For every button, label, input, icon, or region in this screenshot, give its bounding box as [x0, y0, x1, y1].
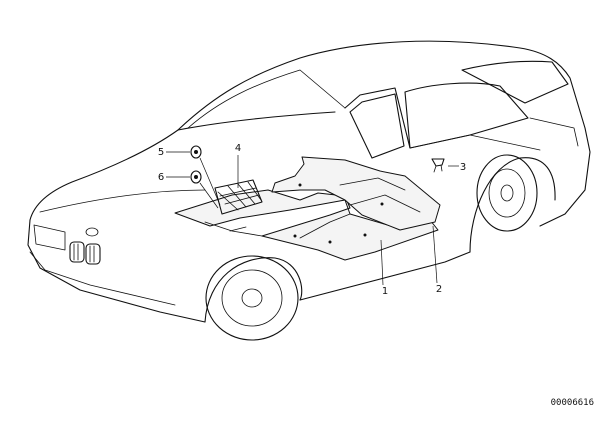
leader-lines	[166, 151, 459, 286]
callout-5: 5	[158, 147, 164, 158]
floor-mat-1	[174, 189, 439, 261]
callout-4: 4	[235, 143, 241, 154]
clip-part-5	[190, 145, 202, 159]
fastener-part-3	[431, 158, 445, 173]
car-body	[27, 40, 591, 341]
net-pocket-4	[214, 179, 263, 215]
callout-1: 1	[382, 286, 388, 297]
callout-3: 3	[460, 162, 466, 173]
floor-mat-2	[271, 156, 441, 244]
clip-part-6	[190, 170, 202, 184]
callout-2: 2	[436, 284, 442, 295]
callout-6: 6	[158, 172, 164, 183]
document-id: 00006616	[551, 398, 594, 408]
